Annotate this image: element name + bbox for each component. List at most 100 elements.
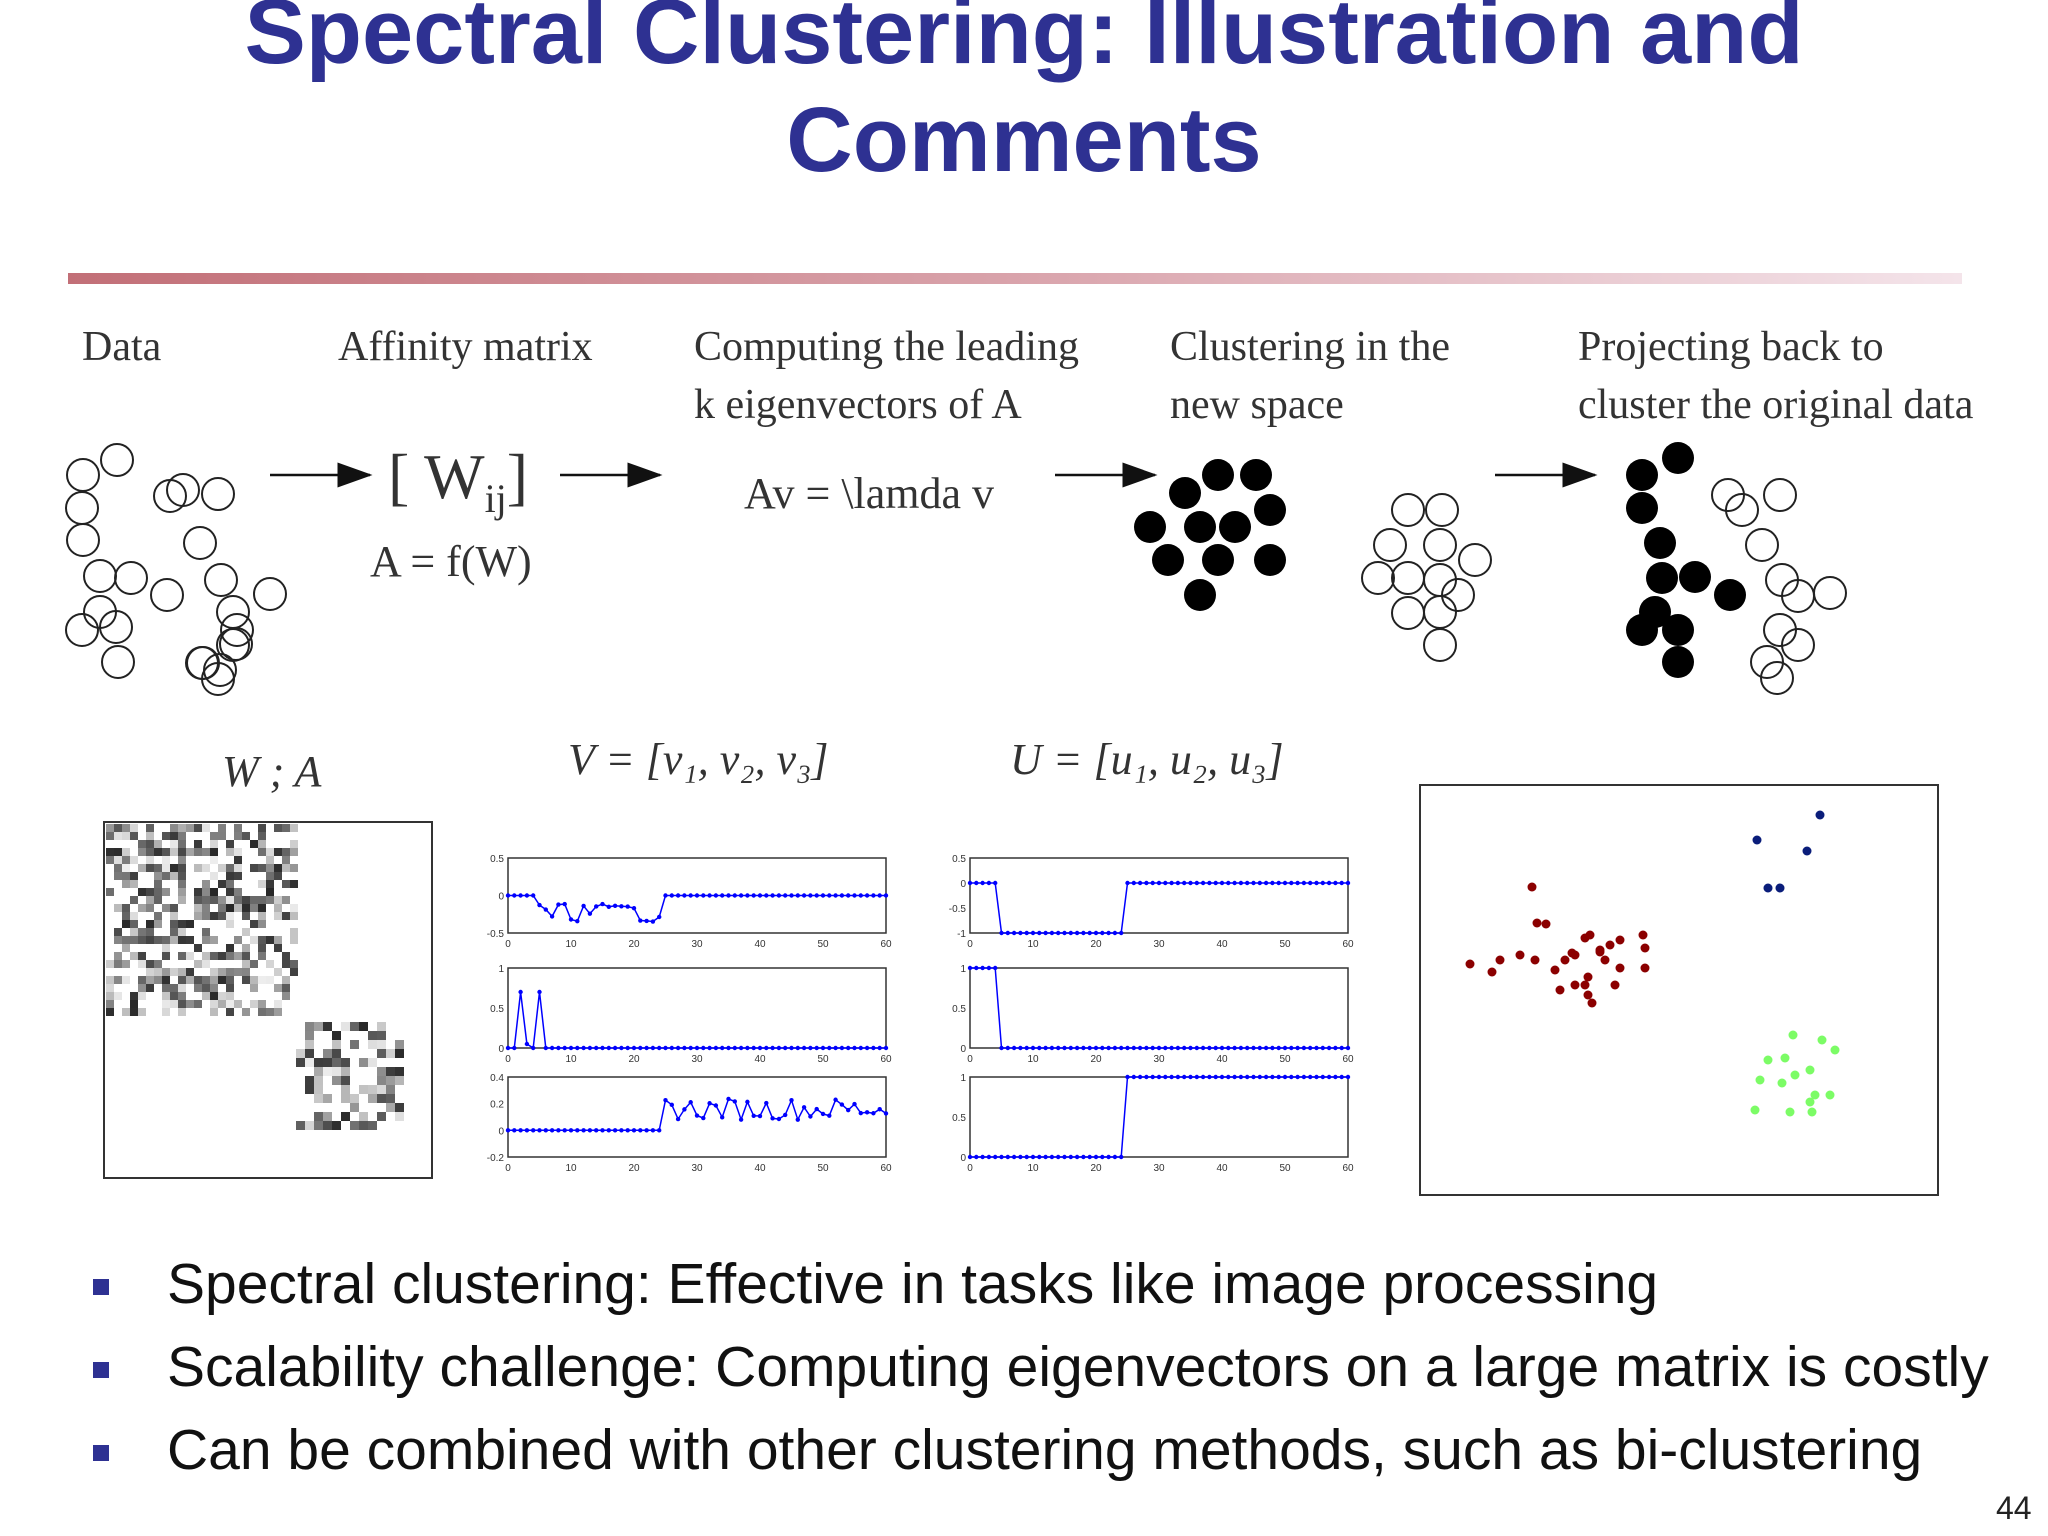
page-number: 44 <box>1996 1490 2032 1526</box>
matrix-cell <box>290 880 298 888</box>
u2-plot-x-tick: 10 <box>1027 1054 1039 1065</box>
matrix-cell <box>266 976 274 984</box>
u1-plot-point <box>1295 880 1300 886</box>
matrix-cell <box>162 1000 170 1008</box>
matrix-cell <box>395 1049 404 1058</box>
u1-plot-x-tick: 30 <box>1153 939 1165 950</box>
matrix-cell <box>162 984 170 992</box>
v2-plot-x-tick: 60 <box>880 1054 892 1065</box>
u3-plot-y-tick: 0.5 <box>952 1113 966 1124</box>
v2-plot-point <box>726 1045 731 1051</box>
matrix-cell <box>250 864 258 872</box>
projected-point <box>1813 576 1847 610</box>
matrix-cell <box>130 880 138 888</box>
v2-plot-point <box>871 1045 876 1051</box>
matrix-cell <box>234 856 242 864</box>
u3-plot-point <box>1182 1074 1187 1080</box>
matrix-cell <box>106 992 114 1000</box>
matrix-cell <box>282 992 290 1000</box>
matrix-cell <box>178 896 186 904</box>
v2-plot-point <box>587 1045 593 1051</box>
u3-plot-point <box>1326 1074 1332 1080</box>
embedded-point <box>1423 595 1457 629</box>
matrix-cell <box>258 936 266 944</box>
matrix-cell <box>154 848 162 856</box>
u2-plot-point <box>1081 1045 1086 1051</box>
matrix-cell <box>178 840 186 848</box>
u3-plot-x-tick: 20 <box>1090 1163 1102 1174</box>
v1-plot-point <box>568 917 574 922</box>
matrix-cell <box>130 928 138 936</box>
matrix-cell <box>368 1031 377 1040</box>
v3-plot-point <box>820 1111 826 1117</box>
u1-plot-point <box>1276 880 1281 886</box>
matrix-cell <box>202 896 210 904</box>
v3-plot-point <box>833 1097 838 1102</box>
u3-plot-point <box>1263 1074 1269 1080</box>
embedded-point <box>1184 579 1216 611</box>
v2-plot-point <box>644 1045 649 1051</box>
embedded-point <box>1254 544 1286 576</box>
matrix-cell <box>226 920 234 928</box>
u3-plot-point <box>1289 1074 1294 1080</box>
matrix-cell <box>170 928 178 936</box>
matrix-cell <box>114 904 122 912</box>
u2-plot-point <box>1106 1045 1111 1051</box>
u2-plot-point <box>986 965 992 971</box>
u3-plot-point <box>1093 1154 1099 1160</box>
embedded-point <box>1361 561 1395 595</box>
u3-plot-point <box>974 1154 979 1160</box>
v3-plot-point <box>663 1097 668 1103</box>
matrix-cell <box>395 1040 404 1049</box>
matrix-cell <box>368 1085 377 1094</box>
cluster-green-point <box>1777 1078 1787 1088</box>
u3-plot-point <box>1232 1074 1237 1080</box>
matrix-cell <box>305 1058 314 1067</box>
projected-point <box>1750 645 1784 679</box>
v1-plot-point <box>675 893 681 898</box>
title-line-1: Spectral Clustering: Illustration and <box>244 0 1804 83</box>
v3-plot-point <box>543 1128 548 1133</box>
v1-plot-point <box>531 893 536 898</box>
matrix-cell <box>138 992 146 1000</box>
u1-plot-y-tick: 0.5 <box>952 854 966 865</box>
matrix-cell <box>210 968 218 976</box>
v3-plot-point <box>783 1112 788 1118</box>
matrix-cell <box>377 1040 386 1049</box>
matrix-cell <box>210 872 218 880</box>
matrix-cell <box>122 824 130 832</box>
matrix-cell <box>178 936 186 944</box>
projected-point <box>1644 527 1676 559</box>
v2-plot-point <box>682 1045 687 1051</box>
matrix-cell <box>341 1022 350 1031</box>
matrix-cell <box>162 848 170 856</box>
matrix-cell <box>210 840 218 848</box>
matrix-cell <box>122 880 130 888</box>
matrix-cell <box>178 856 186 864</box>
matrix-cell <box>290 848 298 856</box>
v2-plot-y-tick: 0.5 <box>490 1004 504 1015</box>
matrix-cell <box>305 1049 314 1058</box>
v2-plot-point <box>883 1045 889 1051</box>
v3-plot-point <box>883 1111 889 1116</box>
matrix-cell <box>218 896 226 904</box>
v3-plot-point <box>713 1103 719 1108</box>
v2-plot-point <box>751 1045 756 1051</box>
projected-clusters <box>1626 442 1847 695</box>
cluster-red-point <box>1541 919 1551 929</box>
matrix-cell <box>146 832 154 840</box>
matrix-cell <box>130 856 138 864</box>
u1-plot-frame <box>969 857 1349 934</box>
v3-plot-point <box>600 1128 605 1133</box>
u1-plot-y-tick: -1 <box>957 929 966 940</box>
matrix-cell <box>395 1112 404 1121</box>
u2-plot-point <box>980 965 985 971</box>
cluster-navy-point <box>1815 810 1825 820</box>
matrix-cell <box>130 992 138 1000</box>
matrix-cell <box>154 936 162 944</box>
u2-plot-point <box>1245 1045 1250 1051</box>
v3-plot-y-tick: 0.2 <box>490 1100 504 1111</box>
projected-point <box>1725 493 1759 527</box>
u3-plot-point <box>1314 1074 1319 1080</box>
